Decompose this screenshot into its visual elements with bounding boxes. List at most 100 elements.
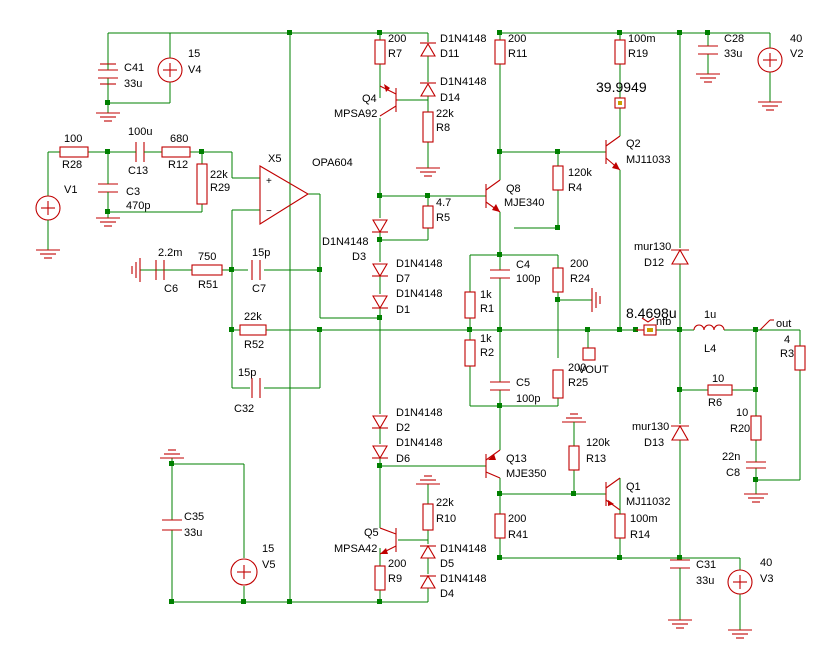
- label-mpsa92: MPSA92: [334, 108, 377, 120]
- label-r14: R14: [630, 529, 650, 541]
- label-q5: Q5: [364, 527, 379, 539]
- label-r9-value: 200: [388, 558, 406, 570]
- transistor-q8: [485, 179, 501, 213]
- probe-markers: [614, 97, 657, 336]
- label-c8-value: 22n: [722, 451, 740, 463]
- label-v5: V5: [262, 559, 275, 571]
- label-r24: R24: [570, 273, 590, 285]
- label-r1-value: 1k: [480, 289, 492, 301]
- label-r28: R28: [62, 159, 82, 171]
- label-r11: R11: [508, 48, 527, 60]
- label-c5-value: 100p: [516, 393, 540, 405]
- label-r12-value: 680: [170, 133, 188, 145]
- label-v4-value: 15: [188, 48, 200, 60]
- label-d11: D11: [440, 48, 459, 60]
- label-c32-value: 15p: [238, 367, 256, 379]
- label-c5: C5: [516, 377, 530, 389]
- label-c7: C7: [252, 283, 266, 295]
- svg-text:−: −: [266, 206, 272, 217]
- label-c28: C28: [724, 33, 744, 45]
- wires: [47, 32, 801, 630]
- label-mpsa42: MPSA42: [334, 543, 377, 555]
- label-r24-value: 200: [570, 258, 588, 270]
- label-v4: V4: [188, 64, 201, 76]
- svg-text:+: +: [266, 176, 272, 187]
- transistor-q1: [605, 477, 621, 514]
- label-r9: R9: [388, 573, 402, 585]
- junction-dots: [105, 30, 758, 604]
- label-mj11033: MJ11033: [626, 154, 670, 166]
- probe-voltage-nfb: 8.4698u: [626, 305, 677, 321]
- label-v1: V1: [64, 184, 77, 196]
- label-nfb: nfb: [656, 316, 671, 328]
- label-d2: D2: [396, 422, 410, 434]
- label-c6-value: 2.2m: [158, 247, 182, 259]
- label-r5-value: 4.7: [436, 197, 451, 209]
- source-v3[interactable]: [727, 569, 753, 595]
- label-r4-value: 120k: [568, 167, 592, 179]
- label-r1: R1: [480, 303, 494, 315]
- label-v3: V3: [760, 573, 773, 585]
- label-r28-value: 100: [64, 133, 82, 145]
- label-c13: C13: [128, 165, 148, 177]
- label-d6-value: D1N4148: [396, 437, 442, 449]
- label-mje340: MJE340: [504, 197, 544, 209]
- label-r13: R13: [586, 453, 606, 465]
- grounds: [36, 73, 782, 639]
- diodes: [372, 42, 689, 589]
- label-d5: D5: [440, 558, 454, 570]
- source-v2[interactable]: [757, 47, 783, 73]
- capacitors: [98, 45, 766, 580]
- label-c35-value: 33u: [184, 527, 202, 539]
- label-d12-value: mur130: [634, 241, 671, 253]
- label-out: out: [776, 318, 791, 330]
- label-r3: R3: [780, 348, 794, 360]
- label-d5-value: D1N4148: [440, 543, 486, 555]
- transistor-q4: [379, 84, 398, 117]
- source-v5[interactable]: [230, 558, 258, 586]
- label-r2: R2: [480, 347, 494, 359]
- label-r29-value: 22k: [210, 169, 228, 181]
- opamp-x5: + −: [259, 165, 310, 225]
- out-terminal: [759, 319, 774, 331]
- label-r10-value: 22k: [436, 497, 454, 509]
- label-r6: R6: [708, 397, 722, 409]
- label-r51: R51: [198, 279, 218, 291]
- source-v1[interactable]: [35, 195, 61, 250]
- label-c35: C35: [184, 511, 204, 523]
- resistors: [59, 39, 806, 591]
- label-r41: R41: [508, 529, 528, 541]
- label-d1: D1: [396, 304, 410, 316]
- label-d4-value: D1N4148: [440, 573, 486, 585]
- label-c8: C8: [726, 467, 740, 479]
- label-r20: R20: [730, 423, 750, 435]
- label-q2: Q2: [626, 138, 641, 150]
- label-r14-value: 100m: [630, 513, 658, 525]
- label-r12: R12: [168, 159, 188, 171]
- label-l4-value: 1u: [704, 309, 716, 321]
- label-v2-value: 40: [790, 33, 802, 45]
- label-v2: V2: [790, 48, 803, 60]
- label-mje350: MJE350: [506, 468, 546, 480]
- label-c7-value: 15p: [252, 247, 270, 259]
- label-r8-value: 22k: [436, 108, 454, 120]
- label-r7-value: 200: [388, 33, 406, 45]
- label-d7-value: D1N4148: [396, 258, 442, 270]
- label-d13: D13: [644, 437, 664, 449]
- label-r25-value: 200: [568, 362, 586, 374]
- label-c41: C41: [124, 62, 144, 74]
- label-v5-value: 15: [262, 543, 274, 555]
- label-x5: X5: [268, 153, 281, 165]
- inductor-l4: [693, 324, 725, 331]
- transistor-q13: [485, 449, 501, 479]
- label-d1-value: D1N4148: [396, 288, 442, 300]
- label-q1: Q1: [626, 481, 641, 493]
- label-d13-value: mur130: [632, 421, 669, 433]
- label-r5: R5: [436, 212, 450, 224]
- source-v4[interactable]: [157, 57, 183, 83]
- label-d12: D12: [644, 257, 664, 269]
- label-d4: D4: [440, 588, 454, 600]
- label-r20-value: 10: [736, 407, 748, 419]
- label-d6: D6: [396, 453, 410, 465]
